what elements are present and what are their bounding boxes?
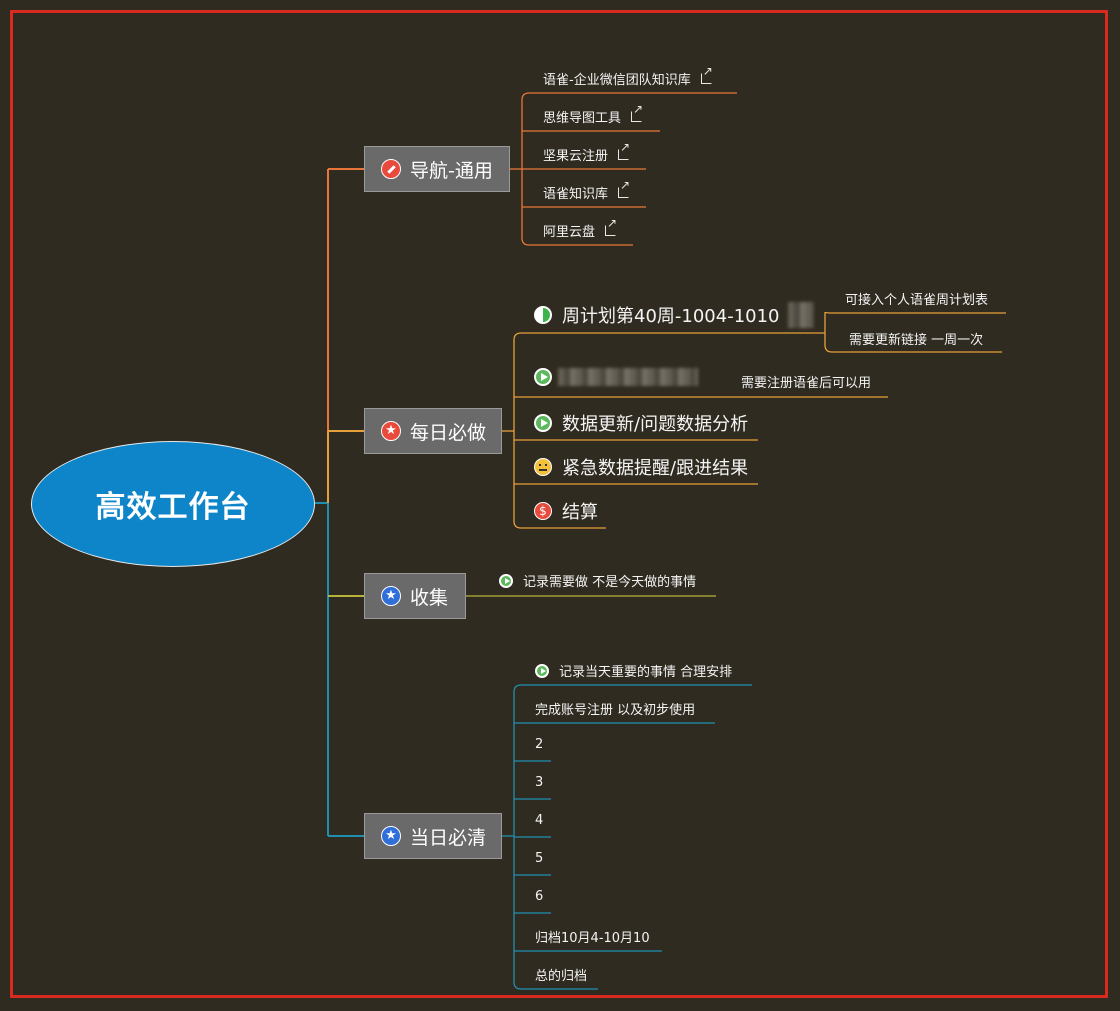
today-item-record[interactable]: 记录当天重要的事情 合理安排 bbox=[535, 661, 732, 680]
today-item-archive-week[interactable]: 归档10月4-10月10 bbox=[535, 927, 650, 946]
today-item-label: 总的归档 bbox=[535, 969, 588, 984]
root-node[interactable]: 高效工作台 bbox=[31, 441, 315, 567]
redacted-patch bbox=[787, 302, 814, 328]
weekly-plan-note-2: 需要更新链接 一周一次 bbox=[849, 329, 983, 348]
today-item-6[interactable]: 6 bbox=[535, 889, 543, 904]
today-item-label: 5 bbox=[535, 851, 544, 866]
daily-item-settlement[interactable]: $ 结算 bbox=[534, 498, 598, 524]
nav-item-yuque-team[interactable]: 语雀-企业微信团队知识库 bbox=[543, 65, 713, 88]
note-label: 需要注册语雀后可以用 bbox=[741, 376, 872, 391]
star-icon: ★ bbox=[381, 586, 401, 606]
note-label: 需要更新链接 一周一次 bbox=[849, 333, 984, 348]
play-icon bbox=[499, 573, 513, 588]
dollar-icon: $ bbox=[534, 502, 552, 520]
nav-item-label: 阿里云盘 bbox=[543, 225, 596, 240]
redacted-patch bbox=[558, 368, 698, 386]
today-item-label: 归档10月4-10月10 bbox=[535, 931, 650, 946]
daily-item-label: 周计划第40周-1004-1010 bbox=[562, 306, 780, 327]
weekly-plan-note-1: 可接入个人语雀周计划表 bbox=[845, 289, 988, 308]
today-item-archive-all[interactable]: 总的归档 bbox=[535, 965, 587, 984]
branch-daily[interactable]: ★ 每日必做 bbox=[364, 408, 502, 454]
daily-item-urgent-alert[interactable]: 紧急数据提醒/跟进结果 bbox=[534, 454, 748, 480]
daily-item-label: 数据更新/问题数据分析 bbox=[562, 414, 749, 435]
nav-item-label: 思维导图工具 bbox=[543, 111, 622, 126]
play-icon bbox=[534, 414, 552, 432]
today-item-label: 3 bbox=[535, 775, 544, 790]
today-item-label: 完成账号注册 以及初步使用 bbox=[535, 703, 696, 718]
external-link-icon[interactable] bbox=[605, 217, 617, 236]
branch-nav-label: 导航-通用 bbox=[410, 159, 493, 182]
today-item-register[interactable]: 完成账号注册 以及初步使用 bbox=[535, 699, 695, 718]
neutral-face-icon bbox=[534, 458, 552, 476]
nav-item-mindmap[interactable]: 思维导图工具 bbox=[543, 103, 643, 126]
play-icon bbox=[534, 368, 552, 386]
today-item-label: 记录当天重要的事情 合理安排 bbox=[559, 665, 733, 680]
canvas-frame bbox=[10, 10, 1108, 998]
daily-item-data-update[interactable]: 数据更新/问题数据分析 bbox=[534, 410, 748, 436]
external-link-icon[interactable] bbox=[618, 141, 630, 160]
collect-item[interactable]: 记录需要做 不是今天做的事情 bbox=[499, 571, 696, 590]
branch-today-label: 当日必清 bbox=[410, 826, 487, 849]
nav-item-yuque-kb[interactable]: 语雀知识库 bbox=[543, 179, 630, 202]
half-circle-icon bbox=[534, 306, 552, 324]
today-item-2[interactable]: 2 bbox=[535, 737, 543, 752]
note-label: 可接入个人语雀周计划表 bbox=[845, 293, 989, 308]
root-label: 高效工作台 bbox=[95, 490, 251, 525]
today-item-5[interactable]: 5 bbox=[535, 851, 543, 866]
branch-nav[interactable]: 导航-通用 bbox=[364, 146, 510, 192]
redacted-item-note: 需要注册语雀后可以用 bbox=[741, 372, 871, 391]
branch-daily-label: 每日必做 bbox=[410, 421, 487, 444]
external-link-icon[interactable] bbox=[631, 103, 643, 122]
today-item-label: 6 bbox=[535, 889, 544, 904]
external-link-icon[interactable] bbox=[618, 179, 630, 198]
pin-icon bbox=[381, 159, 401, 179]
star-icon: ★ bbox=[381, 421, 401, 441]
nav-item-aliyun-drive[interactable]: 阿里云盘 bbox=[543, 217, 617, 240]
daily-item-label: 紧急数据提醒/跟进结果 bbox=[562, 458, 749, 479]
play-icon bbox=[535, 663, 549, 678]
nav-item-label: 语雀-企业微信团队知识库 bbox=[543, 73, 691, 88]
branch-today[interactable]: ★ 当日必清 bbox=[364, 813, 502, 859]
external-link-icon[interactable] bbox=[700, 65, 713, 84]
today-item-3[interactable]: 3 bbox=[535, 775, 543, 790]
nav-item-label: 坚果云注册 bbox=[543, 149, 609, 164]
branch-collect-label: 收集 bbox=[410, 586, 449, 609]
branch-collect[interactable]: ★ 收集 bbox=[364, 573, 466, 619]
nav-item-jianguoyun[interactable]: 坚果云注册 bbox=[543, 141, 630, 164]
nav-item-label: 语雀知识库 bbox=[543, 187, 609, 202]
collect-item-label: 记录需要做 不是今天做的事情 bbox=[523, 575, 697, 590]
daily-item-redacted[interactable] bbox=[534, 368, 698, 386]
today-item-label: 4 bbox=[535, 813, 544, 828]
star-icon: ★ bbox=[381, 826, 401, 846]
today-item-4[interactable]: 4 bbox=[535, 813, 543, 828]
daily-item-label: 结算 bbox=[562, 502, 598, 523]
today-item-label: 2 bbox=[535, 737, 544, 752]
daily-item-weekly-plan[interactable]: 周计划第40周-1004-1010 bbox=[534, 302, 814, 328]
